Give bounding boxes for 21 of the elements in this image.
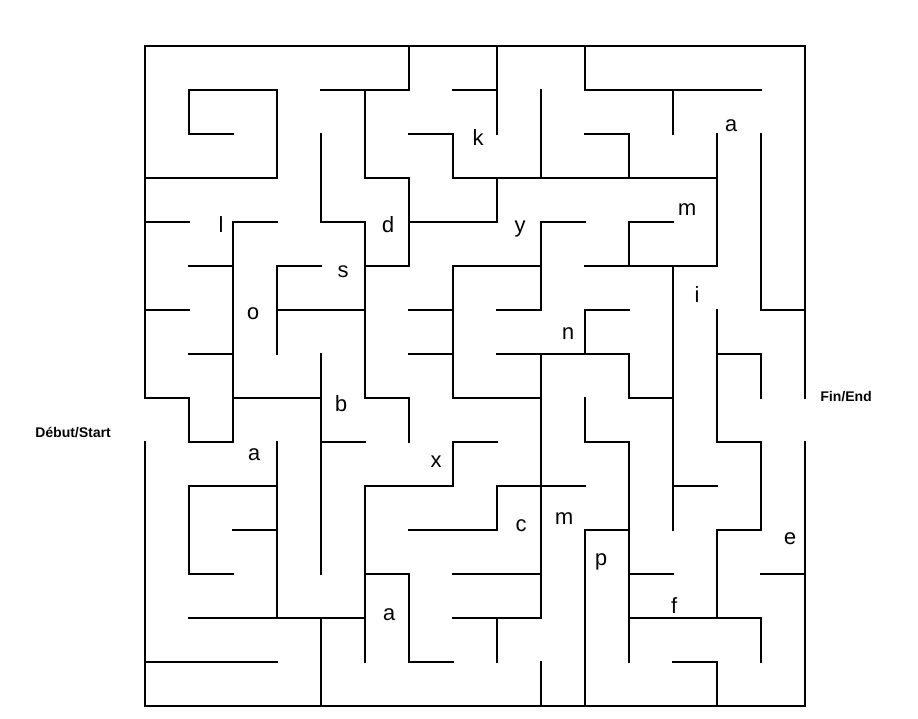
finish-label: Fin/End — [820, 389, 872, 403]
maze-letter: l — [218, 214, 224, 236]
maze-letter: k — [472, 127, 484, 149]
maze-letter: a — [248, 442, 260, 464]
maze-letter: o — [246, 301, 260, 323]
maze-letter: a — [382, 602, 396, 624]
maze-letter: p — [594, 547, 608, 569]
maze-letter: n — [562, 321, 574, 343]
maze-letter: x — [430, 449, 442, 471]
maze-letter: d — [382, 214, 394, 236]
maze-letter: b — [334, 393, 348, 415]
maze-letter: s — [338, 259, 348, 281]
maze-letter: a — [724, 113, 738, 135]
maze-letter: e — [784, 526, 796, 548]
maze-letter: m — [554, 506, 574, 528]
maze-letter: f — [670, 595, 678, 617]
maze-letter: c — [516, 513, 526, 535]
maze-letter: m — [678, 197, 696, 219]
maze-letter: y — [514, 214, 526, 236]
start-label: Début/Start — [35, 425, 111, 439]
maze-letter: i — [694, 284, 700, 306]
